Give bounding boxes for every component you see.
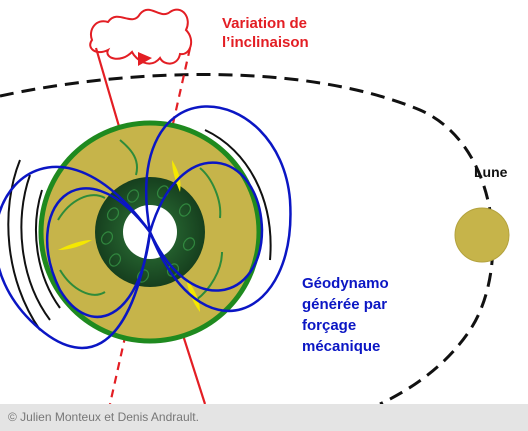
field-line bbox=[145, 105, 292, 313]
flow-arc bbox=[7, 159, 41, 331]
field-line bbox=[148, 161, 264, 292]
caption-bar: © Julien Monteux et Denis Andrault. bbox=[0, 404, 528, 431]
outer-core-texture bbox=[100, 185, 196, 283]
moon-orbit bbox=[0, 72, 495, 404]
flow-arc bbox=[204, 129, 272, 261]
flow-mark bbox=[172, 160, 181, 192]
mantle-flow-line bbox=[119, 139, 138, 176]
flow-arc bbox=[35, 189, 61, 309]
inclination-label: Variation de l’inclinaison bbox=[222, 15, 309, 51]
wobble-arrow bbox=[138, 52, 152, 66]
mantle-flow-line bbox=[195, 251, 223, 301]
caption-text: © Julien Monteux et Denis Andrault. bbox=[8, 410, 199, 424]
flow-arc bbox=[20, 174, 51, 321]
moon bbox=[454, 207, 510, 263]
diagram-canvas bbox=[0, 8, 510, 404]
field-line bbox=[0, 165, 152, 350]
mantle-flow-line bbox=[57, 194, 106, 221]
field-line bbox=[45, 187, 152, 318]
geodynamo-label: Géodynamo générée par forçage mécanique bbox=[302, 275, 389, 355]
mantle-flow-line bbox=[59, 269, 106, 296]
mantle-flow-line bbox=[199, 167, 222, 219]
flow-mark bbox=[186, 278, 200, 312]
flow-mark bbox=[58, 240, 92, 250]
inclination-wobble bbox=[89, 8, 193, 65]
moon-label: Lune bbox=[474, 164, 508, 180]
